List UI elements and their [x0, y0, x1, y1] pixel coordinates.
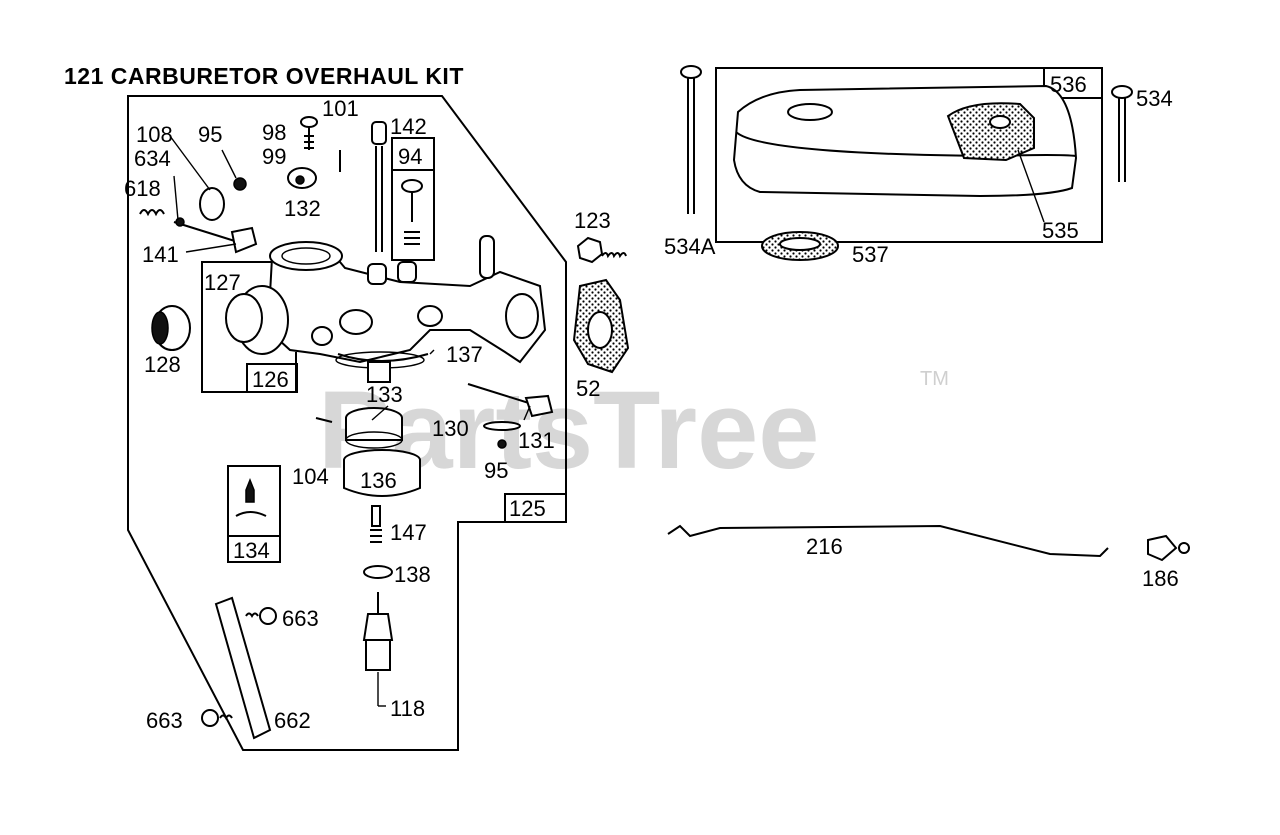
part-123-nut [576, 236, 627, 264]
part-142-needle-valve [371, 121, 387, 252]
part-662-link [214, 596, 272, 740]
box-536-outline [715, 67, 1103, 243]
label-132: 132 [284, 196, 321, 221]
part-118-jet [362, 592, 394, 671]
label-123: 123 [574, 208, 611, 233]
label-99: 99 [262, 144, 286, 169]
label-95-upper: 95 [198, 122, 222, 147]
overhaul-kit-outline [127, 95, 567, 751]
box-126-label-frame [246, 363, 298, 393]
leader-lines [169, 135, 1045, 707]
box-536-label-frame [1043, 67, 1103, 99]
label-663-lower: 663 [146, 708, 183, 733]
part-138-washer [363, 565, 393, 579]
carburetor-body [266, 235, 547, 383]
label-98: 98 [262, 120, 286, 145]
label-136: 136 [360, 468, 397, 493]
label-126: 126 [252, 367, 289, 392]
box-94-outline [391, 137, 435, 261]
label-618: 618 [124, 176, 161, 201]
label-534: 534 [1136, 86, 1173, 111]
label-663-upper: 663 [282, 606, 319, 631]
part-134-needle [235, 477, 267, 517]
label-52: 52 [576, 376, 600, 401]
label-137: 137 [446, 342, 483, 367]
label-133: 133 [366, 382, 403, 407]
part-537-gasket-ring [761, 231, 839, 261]
part-132-fitting [287, 167, 317, 189]
label-535: 535 [1042, 218, 1079, 243]
label-130: 130 [432, 416, 469, 441]
part-108-throttle-plate [199, 187, 225, 221]
part-618-spring [139, 209, 165, 217]
part-663-fitting-upper [245, 607, 277, 625]
label-94: 94 [398, 144, 422, 169]
part-141-choke-shaft [173, 217, 258, 254]
label-537: 537 [852, 242, 889, 267]
part-216-linkage-rod [667, 524, 1109, 558]
label-125: 125 [509, 496, 546, 521]
label-141: 141 [142, 242, 179, 267]
part-535-filter-element [946, 102, 1035, 162]
part-labels: 108 95 98 99 101 142 634 618 141 132 94 … [124, 72, 1179, 733]
label-95-lower: 95 [484, 458, 508, 483]
part-534A-bolt [680, 65, 702, 214]
label-662: 662 [274, 708, 311, 733]
part-128-bushing [151, 305, 191, 351]
part-186-fitting [1147, 534, 1190, 562]
part-98-screw [300, 116, 318, 150]
label-147: 147 [390, 520, 427, 545]
label-534A: 534A [664, 234, 716, 259]
label-118: 118 [390, 696, 425, 721]
label-108: 108 [136, 122, 173, 147]
part-534-bolt [1111, 85, 1133, 182]
label-128: 128 [144, 352, 181, 377]
label-142: 142 [390, 114, 427, 139]
diagram-title: 121 CARBURETOR OVERHAUL KIT [64, 63, 464, 89]
part-127-choke-plate [225, 285, 289, 355]
part-147-stem [370, 505, 382, 543]
part-131-throttle-shaft [467, 383, 554, 449]
part-663-fitting-lower [201, 709, 233, 727]
trademark: TM [920, 368, 949, 390]
label-101: 101 [322, 96, 359, 121]
label-127: 127 [204, 270, 241, 295]
box-125-label-frame [504, 493, 567, 523]
part-95-screw [233, 177, 247, 191]
label-131: 131 [518, 428, 555, 453]
part-94-screw [401, 179, 423, 245]
label-138: 138 [394, 562, 431, 587]
label-104: 104 [292, 464, 329, 489]
part-136-bowl [343, 449, 421, 497]
label-134: 134 [233, 538, 270, 563]
part-104-pin [315, 417, 333, 423]
label-216: 216 [806, 534, 843, 559]
label-186: 186 [1142, 566, 1179, 591]
box-134-outline [227, 465, 281, 563]
part-137-gasket [337, 353, 429, 362]
label-634: 634 [134, 146, 171, 171]
label-536: 536 [1050, 72, 1087, 97]
